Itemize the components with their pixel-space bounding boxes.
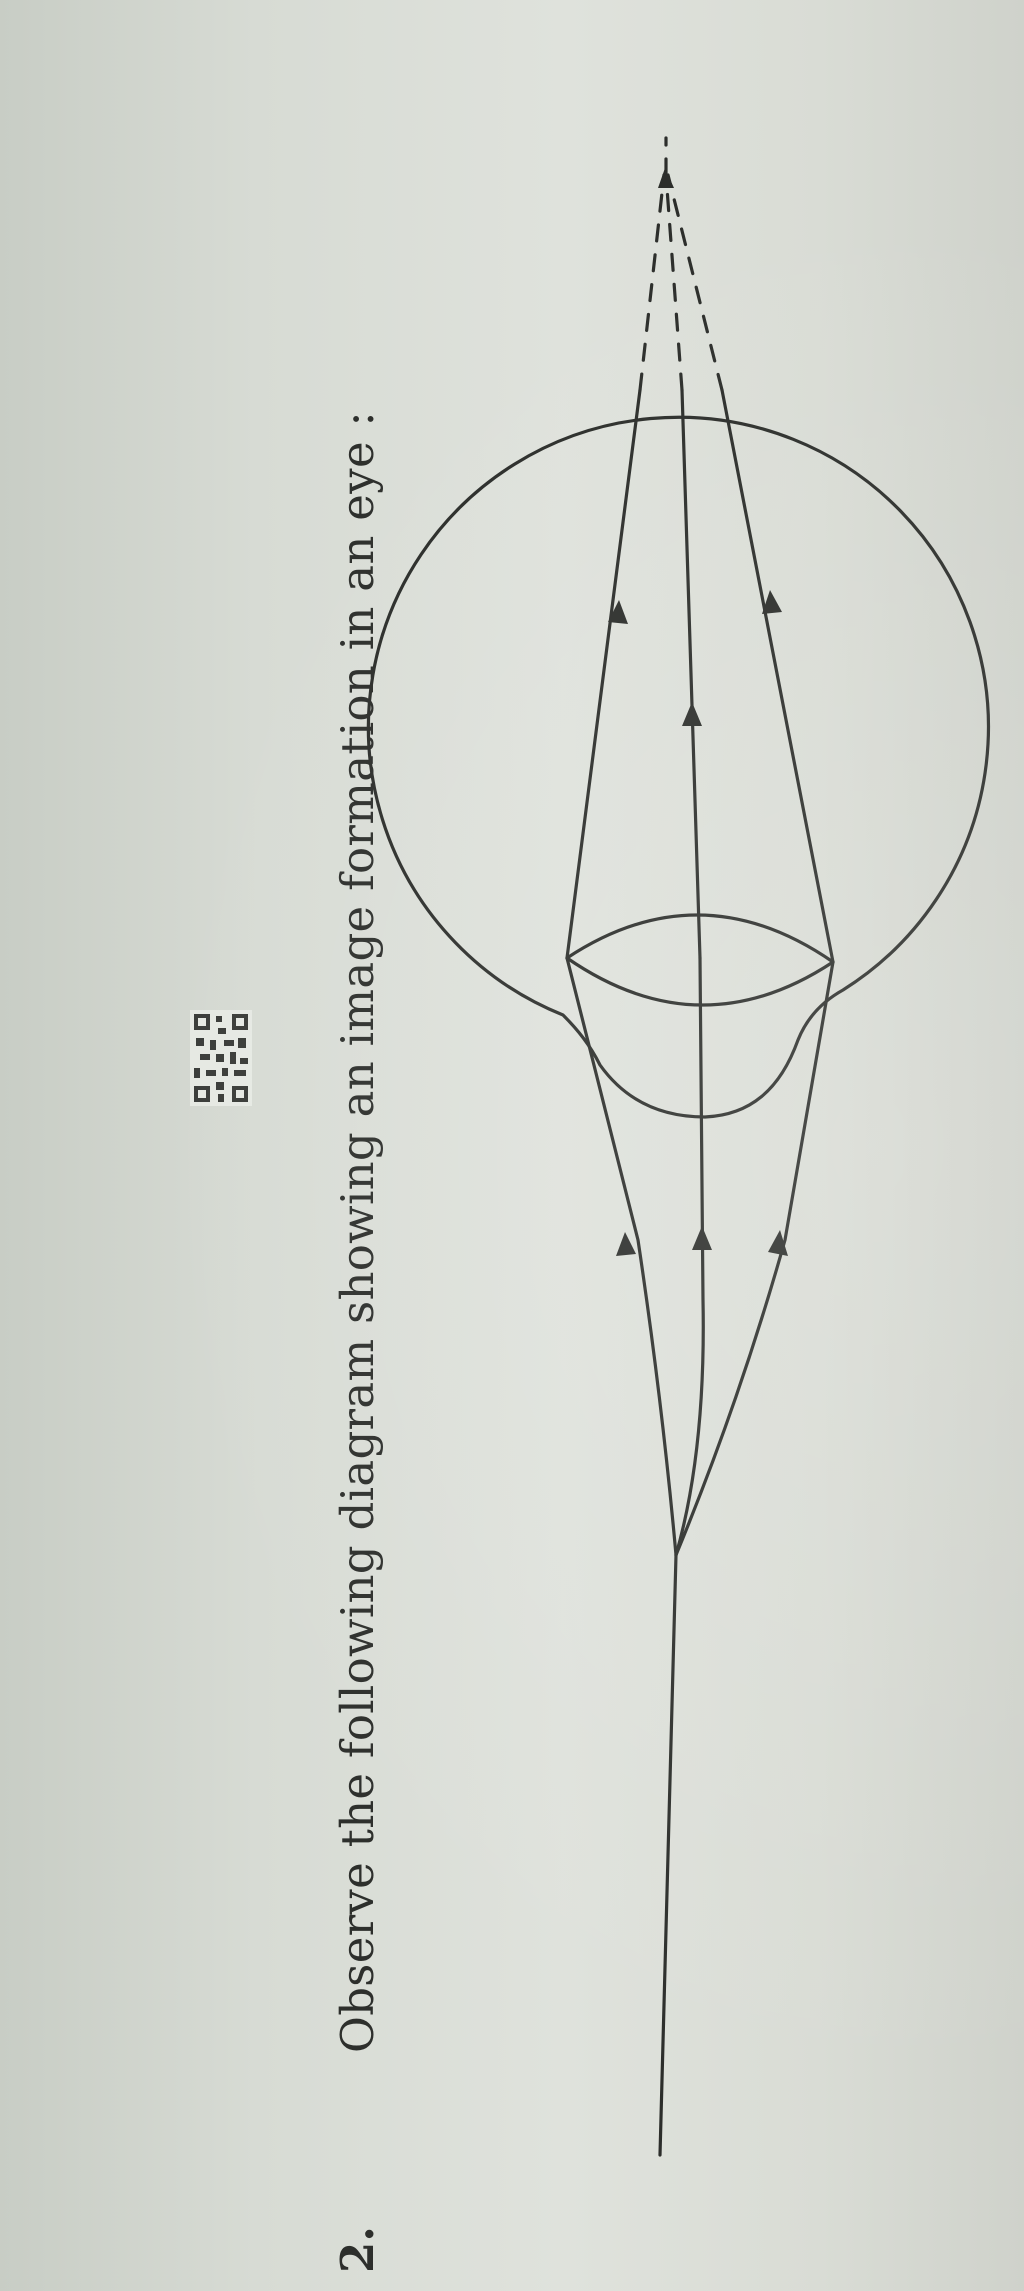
object-line	[658, 1553, 678, 2157]
light-ray-upper	[565, 956, 678, 1557]
arrow-icon	[682, 702, 702, 726]
refracted-ray-lower	[720, 388, 835, 964]
qr-code-icon	[190, 1010, 252, 1106]
ray-extension-lower	[666, 173, 724, 392]
refracted-ray-middle	[680, 388, 702, 960]
light-ray-lower	[674, 960, 835, 1557]
ray-extension-upper	[638, 173, 666, 392]
arrow-icon	[608, 600, 628, 624]
arrow-icon	[692, 1226, 712, 1250]
arrow-icon	[762, 590, 782, 614]
refracted-ray-upper	[565, 388, 642, 960]
arrow-icon	[768, 1230, 788, 1256]
arrow-icon	[616, 1232, 636, 1256]
arrow-icon	[658, 168, 674, 188]
eyeball-outline	[366, 415, 990, 1119]
ray-extension-middle	[664, 173, 684, 392]
light-ray-middle	[674, 956, 705, 1557]
